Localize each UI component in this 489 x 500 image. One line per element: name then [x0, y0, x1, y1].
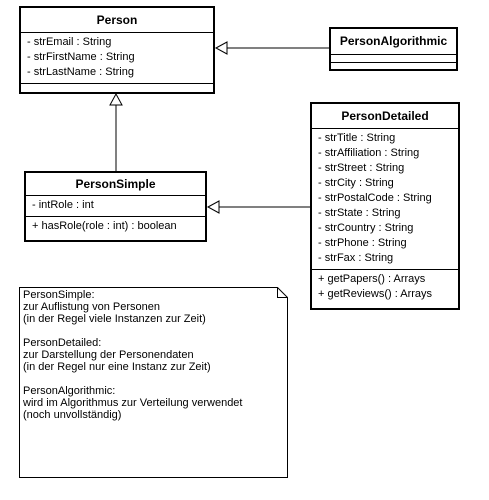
- class-person-methods: [21, 84, 213, 89]
- note-line: PersonDetailed:: [23, 337, 102, 349]
- method: + getReviews() : Arrays: [318, 288, 433, 300]
- attribute: - intRole : int: [32, 199, 94, 211]
- note-text: PersonSimple: zur Auflistung von Persone…: [23, 289, 242, 421]
- attribute: - strState : String: [318, 207, 401, 219]
- class-person-detailed-name: PersonDetailed: [312, 104, 458, 129]
- class-person-algorithmic: PersonAlgorithmic: [329, 27, 458, 71]
- class-person-detailed: PersonDetailed - strTitle : String - str…: [310, 102, 460, 310]
- attribute: - strLastName : String: [27, 66, 134, 78]
- attribute: - strCountry : String: [318, 222, 414, 234]
- class-person-detailed-attributes: - strTitle : String - strAffiliation : S…: [312, 129, 458, 270]
- method: + getPapers() : Arrays: [318, 273, 426, 285]
- class-person-algorithmic-name: PersonAlgorithmic: [331, 29, 456, 55]
- class-person: Person - strEmail : String - strFirstNam…: [19, 6, 215, 94]
- note-line: [23, 325, 242, 337]
- note-line: (in der Regel nur eine Instanz zur Zeit): [23, 361, 211, 373]
- attribute: - strTitle : String: [318, 132, 396, 144]
- attribute: - strAffiliation : String: [318, 147, 420, 159]
- note-line: (noch unvollständig): [23, 409, 122, 421]
- attribute: - strStreet : String: [318, 162, 405, 174]
- note-dogear-shape: [19, 287, 288, 478]
- edge-detailed-to-simple-arrowhead: [206, 200, 220, 214]
- class-person-simple: PersonSimple - intRole : int + hasRole(r…: [24, 171, 207, 242]
- class-person-simple-attributes: - intRole : int: [26, 196, 205, 217]
- attribute: - strFirstName : String: [27, 51, 135, 63]
- note-line: PersonAlgorithmic:: [23, 385, 116, 397]
- attribute: - strPhone : String: [318, 237, 407, 249]
- class-person-algorithmic-attributes: [331, 55, 456, 63]
- method: + hasRole(role : int) : boolean: [32, 220, 177, 232]
- note-line: PersonSimple:: [23, 289, 95, 301]
- attribute: - strEmail : String: [27, 36, 112, 48]
- class-person-attributes: - strEmail : String - strFirstName : Str…: [21, 33, 213, 84]
- class-person-detailed-methods: + getPapers() : Arrays + getReviews() : …: [312, 270, 458, 305]
- diagram-note: PersonSimple: zur Auflistung von Persone…: [19, 287, 288, 478]
- edge-algorithmic-to-person-arrowhead: [214, 41, 228, 55]
- note-line: wird im Algorithmus zur Verteilung verwe…: [23, 397, 243, 409]
- note-line: [23, 373, 242, 385]
- note-line: zur Auflistung von Personen: [23, 301, 160, 313]
- edge-simple-to-person-arrowhead: [109, 92, 123, 106]
- class-person-algorithmic-methods: [331, 63, 456, 71]
- attribute: - strPostalCode : String: [318, 192, 432, 204]
- class-person-name: Person: [21, 8, 213, 33]
- attribute: - strCity : String: [318, 177, 394, 189]
- note-line: zur Darstellung der Personendaten: [23, 349, 194, 361]
- class-person-simple-name: PersonSimple: [26, 173, 205, 196]
- attribute: - strFax : String: [318, 252, 394, 264]
- note-line: (in der Regel viele Instanzen zur Zeit): [23, 313, 206, 325]
- class-person-simple-methods: + hasRole(role : int) : boolean: [26, 217, 205, 237]
